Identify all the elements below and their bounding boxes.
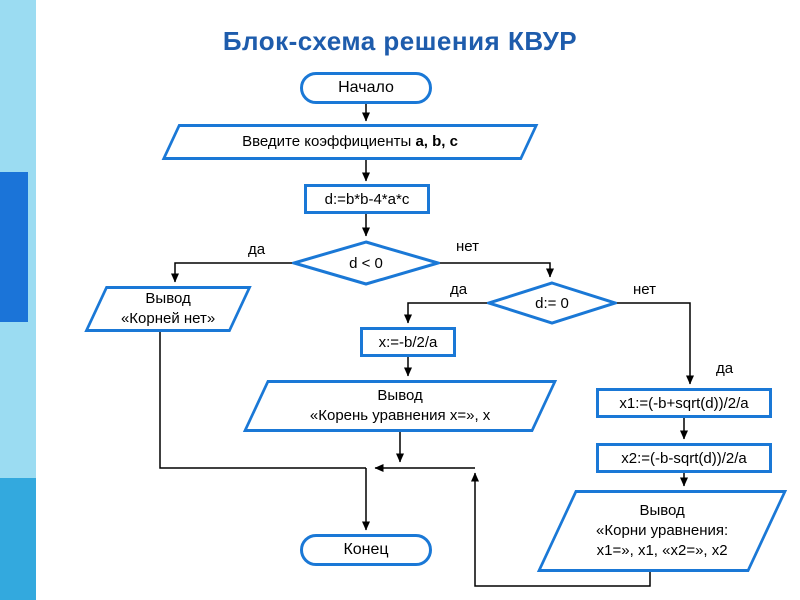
node-x1: x1:=(-b+sqrt(d))/2/a [596,388,772,418]
node-end: Конец [300,534,432,566]
output-two-line2: «Корни уравнения: [595,522,729,540]
diamond-shape [487,281,617,325]
connector [471,472,651,587]
output-no-roots-line1: Вывод [145,290,191,308]
connector [617,302,694,385]
node-cond-d-lt-0: d < 0 [292,240,440,286]
node-x2: x2:=(-b-sqrt(d))/2/a [596,443,772,473]
label-yes-3: да [716,360,734,377]
diamond-shape [292,240,440,286]
output-two-line1: Вывод [639,502,685,520]
node-x-single: x:=-b/2/a [360,327,456,357]
output-single-line1: Вывод [377,387,423,405]
page-title: Блок-схема решения КВУР [222,26,578,56]
connector [404,302,487,324]
node-output-two-roots: Вывод «Корни уравнения: x1=», x1, «x2=»,… [536,490,788,572]
input-text: Введите коэффициенты [242,133,412,151]
node-output-no-roots: Вывод «Корней нет» [84,286,252,332]
label-yes-1: да [248,241,266,258]
left-stripe-medium [0,478,36,600]
label-yes-2: да [450,281,468,298]
label-no-1: нет [456,238,479,255]
connector [171,262,292,283]
connector [159,332,366,469]
connector [440,262,554,278]
output-two-line3: x1=», x1, «x2=», x2 [596,541,728,559]
label-no-2: нет [633,281,656,298]
node-start: Начало [300,72,432,104]
input-coefficients: a, b, c [415,133,458,151]
node-discriminant: d:=b*b-4*a*c [304,184,430,214]
node-output-single-root: Вывод «Корень уравнения x=», x [242,380,558,432]
cond-d-lt-0-text: d < 0 [349,254,383,272]
output-no-roots-line2: «Корней нет» [120,310,216,327]
cond-d-eq-0-text: d:= 0 [535,294,569,312]
node-input-coefficients: Введите коэффициенты a, b, c [161,124,539,160]
output-single-line2: «Корень уравнения x=», x [309,407,491,424]
left-stripe-dark [0,172,28,322]
node-cond-d-eq-0: d:= 0 [487,281,617,325]
